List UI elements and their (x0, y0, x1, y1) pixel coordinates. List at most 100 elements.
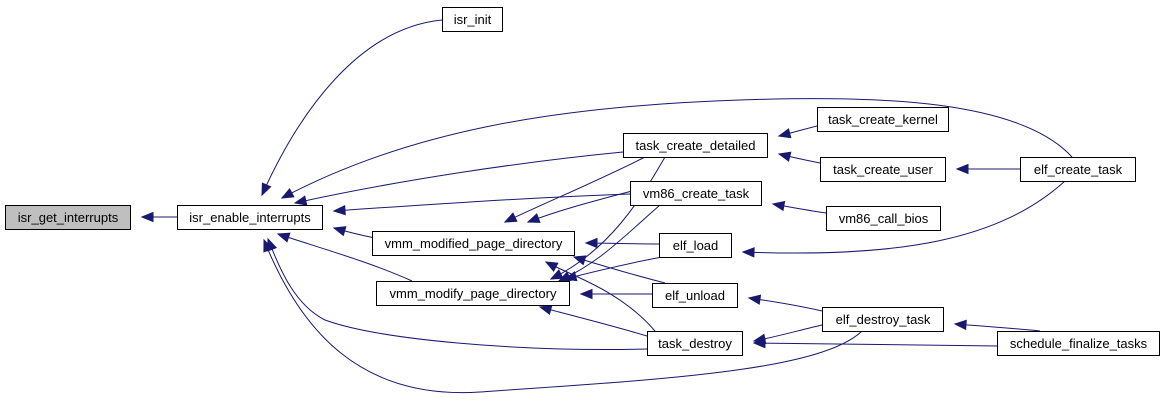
node-box (623, 133, 768, 158)
arrowhead-icon (261, 182, 272, 197)
node-box (826, 206, 941, 231)
node-label: task_destroy (658, 336, 732, 351)
arrowhead-icon (752, 337, 766, 349)
edge-elf-load-to-vmm-modified-page-directory (584, 237, 660, 249)
edge-line (550, 156, 666, 280)
arrowhead-icon (332, 204, 346, 216)
edge-task-create-detailed-to-isr-enable-interrupts (293, 151, 624, 206)
arrowhead-icon (579, 288, 593, 300)
edge-vm86-create-task-to-vmm-modified-page-directory (526, 190, 633, 223)
node-label: elf_unload (665, 288, 725, 303)
node-label: isr_get_interrupts (18, 210, 119, 225)
node-elf-create-task[interactable]: elf_create_task (1020, 157, 1136, 182)
node-box (177, 205, 323, 230)
node-label: elf_create_task (1034, 162, 1123, 177)
edge-line (954, 323, 1041, 332)
edge-line (573, 256, 666, 284)
edge-task-create-user-to-task-create-detailed (777, 151, 821, 164)
node-label: vm86_create_task (643, 186, 750, 201)
edge-line (742, 180, 1066, 254)
edge-line (281, 98, 1073, 199)
edge-task-destroy-to-vmm-modify-page-directory (538, 304, 648, 337)
arrowhead-icon (332, 226, 347, 237)
node-isr-enable-interrupts[interactable]: isr_enable_interrupts (177, 205, 323, 230)
node-box (1020, 157, 1136, 182)
node-task-create-user[interactable]: task_create_user (820, 157, 946, 182)
edge-elf-load-to-vmm-modify-page-directory (563, 256, 663, 282)
node-task-destroy[interactable]: task_destroy (647, 331, 743, 356)
node-box (652, 283, 738, 308)
edge-elf-unload-to-vmm-modify-page-directory (579, 288, 653, 300)
node-isr-get-interrupts[interactable]: isr_get_interrupts (5, 205, 131, 230)
edge-vmm-modified-page-directory-to-isr-enable-interrupts (332, 226, 376, 239)
node-label: task_create_user (833, 162, 933, 177)
node-box (372, 231, 575, 256)
edge-task-create-kernel-to-task-create-detailed (777, 125, 818, 139)
node-task-create-kernel[interactable]: task_create_kernel (817, 107, 949, 132)
node-label: task_create_kernel (828, 112, 938, 127)
edge-vm86-create-task-to-isr-enable-interrupts (332, 193, 631, 216)
node-task-create-detailed[interactable]: task_create_detailed (623, 133, 768, 158)
arrowhead-icon (140, 211, 154, 223)
edge-line (263, 239, 863, 394)
edges (140, 19, 1073, 394)
edge-elf-destroy-task-to-elf-unload (747, 294, 823, 312)
node-box (659, 233, 732, 258)
arrowhead-icon (777, 128, 792, 139)
node-schedule-finalize-tasks[interactable]: schedule_finalize_tasks (997, 331, 1160, 356)
arrowhead-icon (771, 200, 786, 212)
arrowhead-icon (747, 294, 762, 305)
edge-isr-init-to-isr-enable-interrupts (261, 19, 443, 197)
node-box (817, 107, 949, 132)
node-label: vmm_modified_page_directory (385, 236, 563, 251)
node-isr-init[interactable]: isr_init (442, 7, 503, 32)
edge-line (294, 151, 624, 204)
edge-elf-unload-to-vmm-modified-page-directory (572, 255, 666, 284)
arrowhead-icon (544, 261, 559, 273)
arrowhead-icon (584, 237, 598, 249)
edge-vmm-modify-page-directory-to-isr-enable-interrupts (276, 232, 413, 282)
node-label: vm86_call_bios (839, 211, 929, 226)
edge-isr-enable-interrupts-to-isr-get-interrupts (140, 211, 177, 223)
node-vm86-create-task[interactable]: vm86_create_task (630, 181, 762, 206)
edge-line (753, 342, 998, 347)
edge-vm86-call-bios-to-vm86-create-task (771, 200, 827, 214)
node-elf-destroy-task[interactable]: elf_destroy_task (822, 307, 944, 332)
node-box (997, 331, 1160, 356)
edge-elf-destroy-task-to-isr-enable-interrupts (263, 238, 863, 394)
node-elf-load[interactable]: elf_load (659, 233, 732, 258)
arrowhead-icon (955, 163, 969, 175)
arrowhead-icon (777, 151, 792, 162)
arrowhead-icon (293, 195, 308, 206)
edge-line (504, 156, 646, 223)
node-label: isr_init (454, 12, 492, 27)
node-label: elf_destroy_task (836, 312, 931, 327)
node-box (647, 331, 743, 356)
edge-line (267, 238, 648, 350)
edge-schedule-finalize-tasks-to-elf-destroy-task (953, 319, 1041, 332)
edge-task-create-detailed-to-vmm-modified-page-directory (503, 156, 646, 223)
edge-elf-create-task-to-elf-load (741, 180, 1066, 258)
node-vm86-call-bios[interactable]: vm86_call_bios (826, 206, 941, 231)
edge-line (261, 19, 443, 196)
node-box (442, 7, 503, 32)
arrowhead-icon (526, 213, 541, 223)
arrowhead-icon (538, 304, 553, 316)
node-box (820, 157, 946, 182)
arrowhead-icon (549, 269, 564, 280)
node-elf-unload[interactable]: elf_unload (652, 283, 738, 308)
node-box (822, 307, 944, 332)
arrowhead-icon (276, 232, 291, 243)
edge-task-destroy-to-vmm-modified-page-directory (544, 261, 656, 332)
edge-elf-create-task-to-task-create-user (955, 163, 1021, 175)
arrowhead-icon (572, 255, 587, 266)
edge-line (333, 193, 631, 212)
node-box (630, 181, 762, 206)
node-label: elf_load (673, 238, 719, 253)
node-vmm-modify-page-directory[interactable]: vmm_modify_page_directory (376, 281, 570, 306)
node-vmm-modified-page-directory[interactable]: vmm_modified_page_directory (372, 231, 575, 256)
node-label: vmm_modify_page_directory (390, 286, 557, 301)
node-label: isr_enable_interrupts (189, 210, 311, 225)
edge-task-create-detailed-to-vmm-modify-page-directory (549, 156, 666, 280)
node-box (376, 281, 570, 306)
